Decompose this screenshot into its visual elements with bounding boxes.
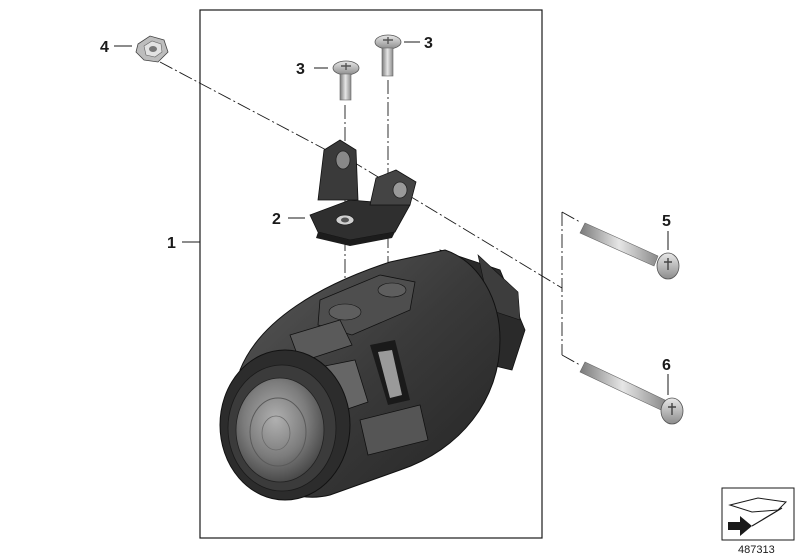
bike-arrow-icon	[721, 487, 795, 541]
callout-6: 6	[662, 357, 671, 374]
callout-1: 1	[167, 235, 176, 252]
bolt-long-upper	[579, 222, 680, 280]
bolt-long-lower	[579, 361, 684, 425]
mounting-bracket	[309, 139, 417, 246]
callout-2: 2	[272, 211, 281, 228]
callout-3-left: 3	[296, 61, 305, 78]
hex-nut	[135, 35, 169, 63]
callout-4: 4	[100, 39, 109, 56]
screw-left	[332, 60, 360, 101]
assembly-frame	[199, 9, 543, 539]
screw-right	[374, 34, 402, 77]
fog-light-housing	[219, 249, 526, 501]
callout-5: 5	[662, 213, 671, 230]
leader-lines	[114, 41, 669, 395]
callout-3-right: 3	[424, 35, 433, 52]
diagram-reference-number: 487313	[738, 544, 775, 556]
